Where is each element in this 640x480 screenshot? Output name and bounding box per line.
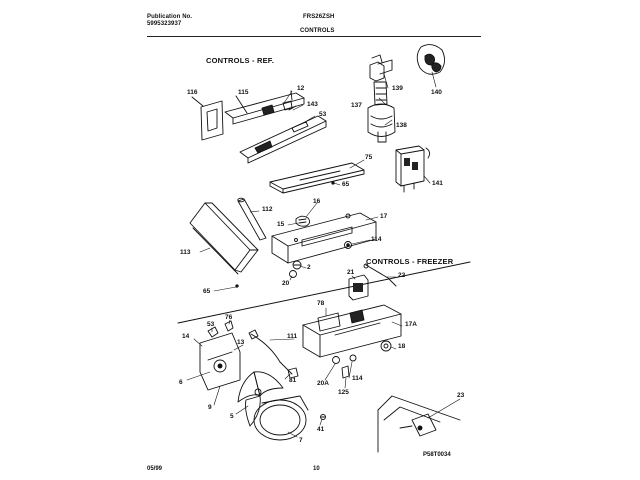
footer-page: 10: [313, 466, 320, 472]
section-divider: [177, 261, 471, 324]
callout-141: 141: [432, 180, 443, 187]
callout-13: 13: [237, 339, 245, 346]
part-22-capillary: [363, 263, 397, 287]
callout-16: 16: [313, 198, 321, 205]
callout-111: 111: [287, 333, 298, 340]
part-111-cord: [248, 329, 299, 379]
callout-65-upper: 65: [342, 181, 350, 188]
callout-81: 81: [289, 377, 297, 384]
model-number: FRS26ZSH: [303, 14, 335, 20]
part-16-knob: [295, 215, 311, 227]
part-115-control-housing: [224, 90, 305, 125]
callout-15: 15: [277, 221, 285, 228]
part-125-screw: [341, 365, 350, 379]
part-53-bracket: [239, 115, 327, 164]
part-23-sensor: [377, 395, 461, 453]
footer-date: 05/99: [147, 466, 163, 472]
callout-76: 76: [225, 314, 233, 321]
callout-140: 140: [431, 89, 442, 96]
callout-20: 20: [282, 280, 290, 287]
part-2-screw: [292, 260, 302, 270]
part-7-shroud: [253, 395, 309, 441]
footer-code: P58T0034: [423, 452, 451, 458]
callout-22: 22: [398, 272, 406, 279]
callout-5: 5: [230, 413, 234, 420]
part-13-fan-bracket: [199, 332, 241, 391]
callout-78: 78: [317, 300, 325, 307]
callout-137: 137: [351, 102, 362, 109]
callout-139: 139: [392, 85, 403, 92]
part-18-knob: [380, 340, 392, 352]
callout-53-lower: 53: [207, 321, 215, 328]
part-5-fan-blade: [237, 371, 284, 427]
section-controls-ref: CONTROLS - REF.: [206, 56, 274, 65]
callout-17: 17: [380, 213, 388, 220]
section-title: CONTROLS: [300, 28, 335, 34]
callout-2: 2: [307, 264, 311, 271]
callout-114-upper: 114: [371, 236, 382, 243]
part-139-damper: [367, 54, 396, 143]
callout-17a: 17A: [405, 321, 417, 328]
part-75-cover-plate: [269, 162, 365, 194]
publication-label: Publication No.: [147, 14, 193, 20]
publication-number: 5995323937: [147, 21, 182, 27]
callout-6: 6: [179, 379, 183, 386]
part-112-rod: [237, 197, 267, 241]
part-113-trough: [189, 202, 259, 275]
part-17a-housing: [302, 304, 402, 358]
callout-18: 18: [398, 343, 406, 350]
callout-143: 143: [307, 101, 318, 108]
part-114-grommet-lower: [349, 354, 357, 362]
part-20a-knob: [332, 356, 340, 364]
header-rule: [147, 36, 481, 37]
callout-115: 115: [238, 89, 249, 96]
callout-7: 7: [299, 437, 303, 444]
callout-125: 125: [338, 389, 349, 396]
part-21-thermostat: [348, 274, 369, 301]
callout-75: 75: [365, 154, 373, 161]
callout-14: 14: [182, 333, 190, 340]
callout-9: 9: [208, 404, 212, 411]
callout-112: 112: [262, 206, 273, 213]
part-140-clips: [416, 44, 445, 75]
part-114-grommet-upper: [344, 241, 352, 249]
section-controls-freezer: CONTROLS - FREEZER: [366, 257, 454, 266]
callout-113: 113: [180, 249, 191, 256]
callout-23: 23: [457, 392, 465, 399]
part-116-bezel: [191, 96, 224, 141]
leader-lines: [186, 71, 461, 438]
part-20-knob: [289, 270, 297, 278]
callout-138: 138: [396, 122, 407, 129]
part-76-clip: [224, 320, 234, 332]
part-53-clip-lower: [207, 326, 219, 338]
part-17-housing: [271, 212, 377, 264]
callout-116: 116: [187, 89, 198, 96]
callout-20a: 20A: [317, 380, 329, 387]
callout-53-upper: 53: [319, 111, 327, 118]
callout-12: 12: [297, 85, 305, 92]
callout-41: 41: [317, 426, 325, 433]
callout-114-lower: 114: [352, 375, 363, 382]
callout-21: 21: [347, 269, 355, 276]
part-65-screw: [235, 284, 239, 288]
callout-65-lower: 65: [203, 288, 211, 295]
part-41-screw: [320, 414, 326, 420]
part-141-switch: [395, 145, 431, 193]
